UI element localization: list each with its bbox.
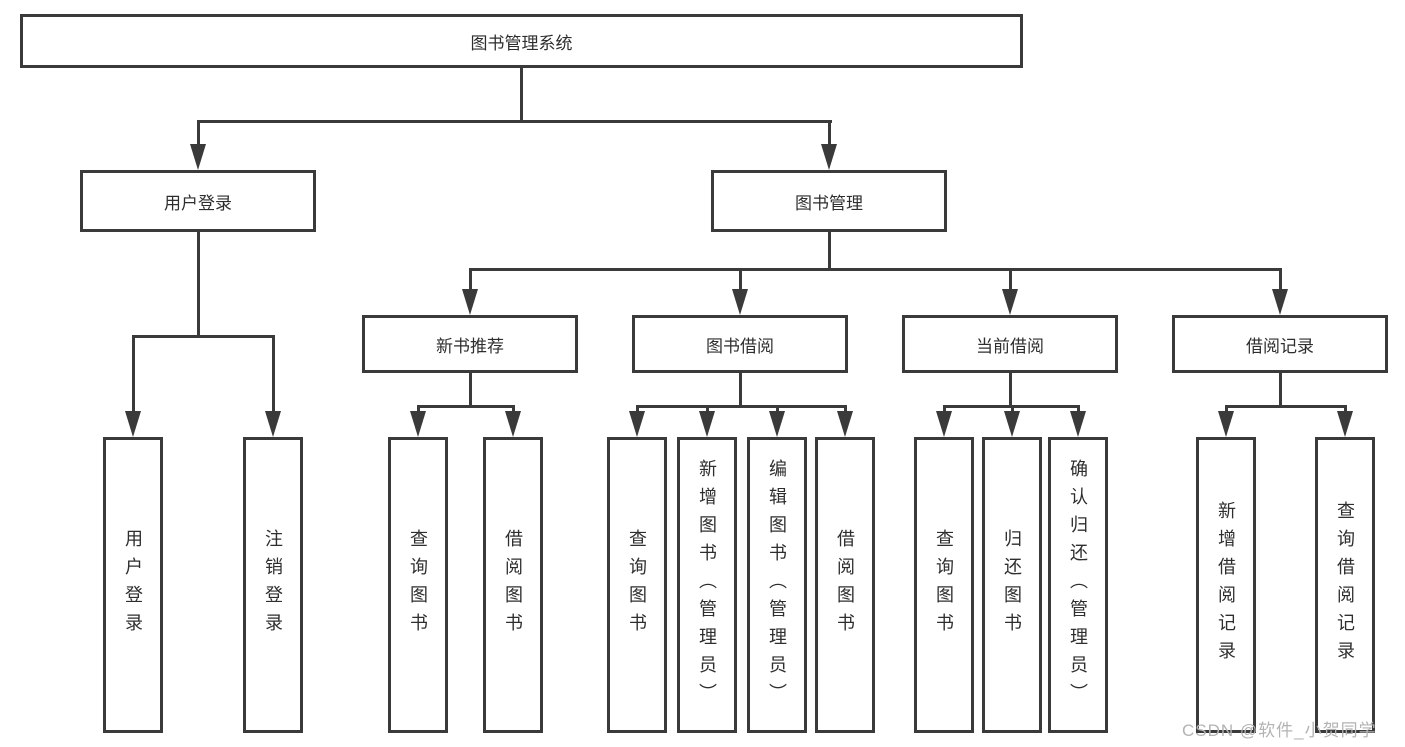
connector-arrow	[1070, 411, 1086, 437]
node-query-books-borrow: 查询图书	[607, 437, 667, 733]
node-borrow-records: 借阅记录	[1172, 315, 1388, 373]
connector-arrow	[505, 411, 521, 437]
connector-arrow	[936, 411, 952, 437]
node-edit-books-admin: 编辑图书（管理员）	[747, 437, 807, 733]
node-borrow-books-leaf: 借阅图书	[815, 437, 875, 733]
connector-arrow	[1337, 411, 1353, 437]
connector-line	[1077, 405, 1080, 413]
connector-line	[706, 405, 709, 413]
connector-arrow	[699, 411, 715, 437]
connector-arrow	[462, 289, 478, 315]
node-user-login-leaf: 用户登录	[103, 437, 163, 733]
connector-arrow	[1004, 411, 1020, 437]
connector-line	[943, 405, 946, 413]
connector-arrow	[732, 289, 748, 315]
connector-arrow	[837, 411, 853, 437]
connector-line	[739, 268, 742, 291]
connector-arrow	[265, 411, 281, 437]
connector-arrow	[1272, 289, 1288, 315]
connector-line	[132, 335, 275, 338]
connector-arrow	[1002, 289, 1018, 315]
node-return-books: 归还图书	[982, 437, 1042, 733]
node-borrow-books-recommend: 借阅图书	[483, 437, 543, 733]
node-current-borrow: 当前借阅	[902, 315, 1118, 373]
connector-line	[197, 120, 200, 148]
connector-line	[197, 232, 200, 337]
connector-arrow	[190, 144, 206, 170]
connector-line	[512, 405, 515, 413]
connector-line	[469, 268, 472, 291]
connector-line	[197, 120, 832, 123]
node-new-book-recommend: 新书推荐	[362, 315, 578, 373]
connector-line	[1011, 405, 1014, 413]
connector-arrow	[1218, 411, 1234, 437]
connector-line	[132, 335, 135, 413]
connector-line	[520, 66, 523, 123]
connector-line	[1344, 405, 1347, 413]
connector-arrow	[629, 411, 645, 437]
connector-line	[828, 120, 831, 148]
connector-line	[1009, 373, 1012, 407]
connector-line	[1279, 268, 1282, 291]
node-book-borrow: 图书借阅	[632, 315, 848, 373]
connector-line	[844, 405, 847, 413]
connector-line	[469, 268, 1282, 271]
node-add-borrow-record: 新增借阅记录	[1196, 437, 1256, 733]
node-logout-leaf: 注销登录	[243, 437, 303, 733]
node-root: 图书管理系统	[20, 14, 1023, 68]
node-book-management: 图书管理	[711, 170, 947, 232]
connector-line	[1279, 373, 1282, 407]
node-user-login: 用户登录	[80, 170, 316, 232]
connector-arrow	[125, 411, 141, 437]
connector-arrow	[769, 411, 785, 437]
connector-line	[272, 335, 275, 413]
node-query-borrow-record: 查询借阅记录	[1315, 437, 1375, 733]
connector-line	[776, 405, 779, 413]
connector-arrow	[410, 411, 426, 437]
connector-line	[1009, 268, 1012, 291]
node-confirm-return-admin: 确认归还（管理员）	[1048, 437, 1108, 733]
watermark: CSDN @软件_小贺同学	[1182, 721, 1377, 740]
connector-line	[828, 232, 831, 270]
node-add-books-admin: 新增图书（管理员）	[677, 437, 737, 733]
connector-line	[636, 405, 847, 408]
connector-line	[636, 405, 639, 413]
connector-line	[469, 373, 472, 407]
node-query-books-recommend: 查询图书	[388, 437, 448, 733]
connector-line	[739, 373, 742, 407]
connector-line	[417, 405, 515, 408]
node-query-books-current: 查询图书	[914, 437, 974, 733]
connector-arrow	[821, 144, 837, 170]
connector-line	[1225, 405, 1347, 408]
connector-line	[1225, 405, 1228, 413]
connector-line	[417, 405, 420, 413]
